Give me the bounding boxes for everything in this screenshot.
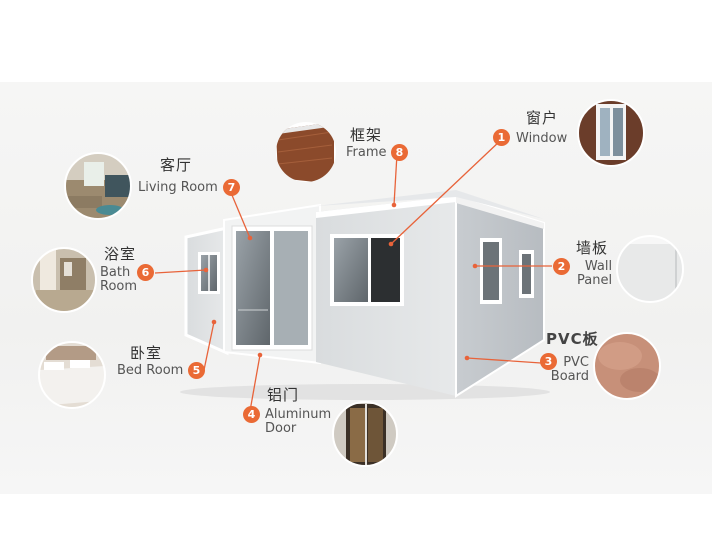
aluminum-door-number-badge: 4 <box>243 406 260 423</box>
pvc-board-label-en-line2: Board <box>550 369 589 384</box>
living-room-label-en: Living Room <box>138 180 218 195</box>
aluminum-door-label-en: Aluminum Door <box>265 408 331 436</box>
bathroom-label-en: Bath Room <box>100 266 137 294</box>
living-room-number-badge: 7 <box>223 179 240 196</box>
main-window-glass-left <box>334 238 368 302</box>
pvc-board-label-zh: PVC板 <box>546 330 599 348</box>
bedroom-photo <box>39 342 105 408</box>
aluminum-door-photo <box>333 402 397 466</box>
frame-label-en: Frame <box>346 145 387 160</box>
bedroom-label-en: Bed Room <box>117 363 184 378</box>
side-top-frame <box>456 196 544 229</box>
bathroom-label-zh: 浴室 <box>104 245 137 263</box>
pvc-board-label-en: PVC Board <box>549 356 589 384</box>
aluminum-door-label-zh: 铝门 <box>267 386 300 404</box>
leader-dots <box>203 202 478 361</box>
window-label-zh: 窗户 <box>526 109 559 127</box>
side-window-1-glass <box>483 242 499 300</box>
frame-photo <box>276 122 336 182</box>
bathroom-label-en-line1: Bath <box>100 265 131 280</box>
side-window-2-glass <box>522 254 531 294</box>
window-photo <box>578 100 644 166</box>
pvc-board-label-en-line1: PVC <box>563 355 589 370</box>
front-top-frame <box>316 196 456 218</box>
bedroom-number-badge: 5 <box>188 362 205 379</box>
door-glass-left <box>236 231 270 345</box>
bedroom-label-zh: 卧室 <box>130 344 163 362</box>
aluminum-door-label-en-line1: Aluminum <box>265 407 332 422</box>
wall-panel-label-en-line1: Wall <box>584 259 613 274</box>
frame-label-zh: 框架 <box>350 126 383 144</box>
aluminum-door-label-en-line2: Door <box>265 421 297 436</box>
leader-lines <box>154 139 552 412</box>
ground-shadow <box>180 384 550 400</box>
wall-panel-number-badge: 2 <box>553 258 570 275</box>
pvc-board-photo <box>594 333 660 399</box>
frame-number-badge: 8 <box>391 144 408 161</box>
roof-edge <box>316 190 544 219</box>
bathroom-number-badge: 6 <box>137 264 154 281</box>
window-label-en: Window <box>516 131 568 146</box>
wall-panel-photo <box>617 236 683 302</box>
bathroom-label-en-line2: Room <box>100 279 138 294</box>
living-room-label-zh: 客厅 <box>160 156 193 174</box>
wall-panel-label-zh: 墙板 <box>576 239 609 257</box>
pvc-board-number-badge: 3 <box>540 353 557 370</box>
door-glass-right <box>274 231 308 345</box>
living-room-photo <box>65 153 131 219</box>
bathroom-photo <box>32 248 96 312</box>
wall-panel-label-en-line2: Panel <box>577 273 613 288</box>
main-window-glass-right <box>371 238 400 302</box>
window-number-badge: 1 <box>493 129 510 146</box>
wall-panel-label-en: Wall Panel <box>577 260 612 288</box>
